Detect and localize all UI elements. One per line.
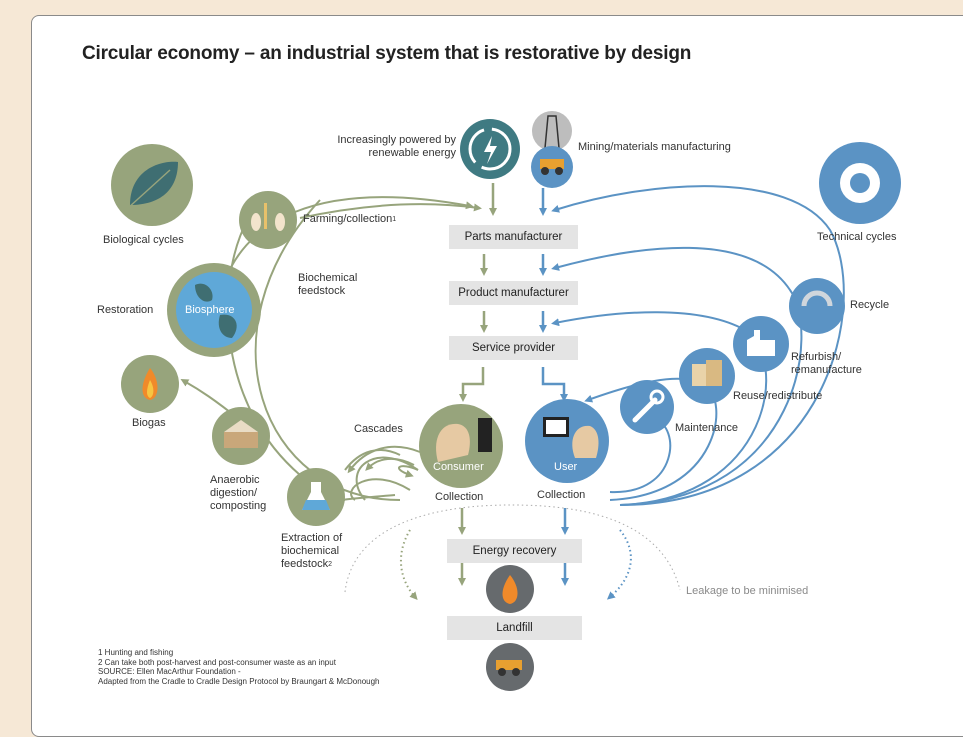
collection-left-label: Collection	[435, 491, 484, 503]
biosphere-icon	[167, 263, 261, 357]
circular-economy-diagram	[111, 111, 901, 691]
landfill-box: Landfill	[447, 616, 582, 640]
farming-icon	[239, 191, 297, 249]
maintenance-icon	[620, 380, 674, 434]
energy-recovery-flame-icon	[486, 565, 534, 613]
footnotes: 1 Hunting and fishing 2 Can take both po…	[98, 648, 379, 686]
refurbish-label: Refurbish/ remanufacture	[791, 351, 862, 376]
adapted-line: Adapted from the Cradle to Cradle Design…	[98, 676, 380, 686]
technical-cycles-label: Technical cycles	[817, 231, 897, 243]
center-green-arrows	[458, 183, 497, 586]
recycle-icon	[789, 278, 845, 334]
maintenance-label: Maintenance	[675, 422, 738, 434]
product-manufacturer-box: Product manufacturer	[449, 281, 578, 305]
leakage-label: Leakage to be minimised	[686, 585, 809, 597]
renewable-energy-icon	[460, 119, 520, 179]
biological-cycles-label: Biological cycles	[103, 234, 184, 246]
footnote-1: 1 Hunting and fishing	[98, 648, 174, 657]
reuse-icon	[679, 348, 735, 404]
farming-label: Farming/collection1	[303, 213, 396, 226]
extraction-footnote-mark: 2	[328, 561, 332, 568]
landfill-truck-icon	[486, 643, 534, 691]
biosphere-label: Biosphere	[185, 304, 235, 316]
biological-cycles-icon	[111, 144, 193, 226]
center-blue-arrows	[539, 188, 569, 586]
user-icon	[525, 399, 609, 483]
refurbish-icon	[733, 316, 789, 372]
service-provider-box: Service provider	[449, 336, 578, 360]
consumer-label: Consumer	[433, 461, 484, 473]
farming-footnote-mark: 1	[392, 216, 397, 223]
consumer-icon	[419, 404, 503, 488]
mining-label: Mining/materials manufacturing	[578, 141, 731, 153]
biochemical-feedstock-label: Biochemical feedstock	[298, 272, 358, 297]
collection-right-label: Collection	[537, 489, 586, 501]
source-line: SOURCE: Ellen MacArthur Foundation -	[98, 667, 241, 676]
anaerobic-label: Anaerobic digestion/ composting	[210, 474, 267, 512]
renewable-label: Increasingly powered by renewable energy	[337, 134, 456, 159]
footnote-2: 2 Can take both post-harvest and post-co…	[98, 657, 336, 667]
parts-manufacturer-box: Parts manufacturer	[449, 225, 578, 249]
energy-recovery-box: Energy recovery	[447, 539, 582, 563]
anaerobic-icon	[212, 407, 270, 465]
extraction-text: Extraction of biochemical feedstock	[281, 532, 343, 570]
technical-cycles-icon	[819, 142, 901, 224]
extraction-label: Extraction of biochemical feedstock2	[281, 532, 361, 571]
recycle-label: Recycle	[850, 299, 890, 311]
leakage-lines	[344, 504, 681, 601]
page-title: Circular economy – an industrial system …	[82, 43, 692, 64]
biogas-label: Biogas	[132, 417, 166, 429]
restoration-label: Restoration	[97, 304, 154, 316]
extraction-icon	[287, 468, 345, 526]
cascades-label: Cascades	[354, 423, 403, 435]
reuse-label: Reuse/redistribute	[733, 390, 823, 402]
farming-text: Farming/collection	[303, 213, 393, 225]
user-label: User	[554, 461, 578, 473]
mining-icon	[531, 111, 573, 188]
biogas-icon	[121, 355, 179, 413]
